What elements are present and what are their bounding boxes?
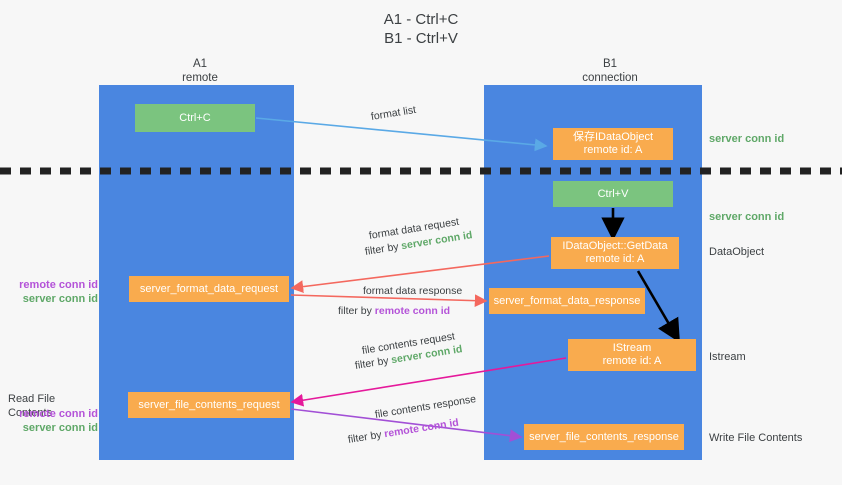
- box-idataobject-getdata[interactable]: IDataObject::GetData remote id: A: [551, 237, 679, 269]
- label-file-contents-response: file contents response: [374, 393, 477, 421]
- label-format-data-response-filter: filter by remote conn id: [338, 304, 450, 318]
- box-server-format-data-request[interactable]: server_format_data_request: [129, 276, 289, 302]
- box-server-format-data-response[interactable]: server_format_data_response: [489, 288, 645, 314]
- page-title: A1 - Ctrl+C B1 - Ctrl+V: [383, 11, 459, 47]
- label-file-contents-response-filter: filter by remote conn id: [347, 416, 460, 447]
- label-right-server-conn-id-top: server conn id: [709, 133, 785, 145]
- label-write-file-contents: Write File Contents: [709, 432, 803, 444]
- label-read-file-contents: Read File Contents: [8, 393, 56, 419]
- column-header-a1: A1 remote: [182, 58, 218, 84]
- filter-prefix: filter by: [347, 428, 386, 446]
- label-format-data-response: format data response: [363, 285, 463, 297]
- label-left-conn-ids-file: remote conn id server conn id: [12, 407, 98, 435]
- label-server-conn-id: server conn id: [22, 422, 98, 434]
- label-right-server-conn-id-mid: server conn id: [709, 211, 785, 223]
- label-format-list: format list: [370, 103, 417, 123]
- box-server-file-contents-request[interactable]: server_file_contents_request: [128, 392, 290, 418]
- label-left-conn-ids-format: remote conn id server conn id: [12, 278, 98, 306]
- label-istream: Istream: [709, 351, 746, 363]
- box-istream[interactable]: IStream remote id: A: [568, 339, 696, 371]
- label-remote-conn-id: remote conn id: [19, 408, 98, 420]
- filter-value-remote-conn-id: remote conn id: [383, 416, 460, 441]
- box-ctrl-c[interactable]: Ctrl+C: [135, 104, 255, 132]
- label-dataobject: DataObject: [709, 246, 765, 258]
- filter-prefix: filter by: [338, 305, 375, 317]
- filter-prefix: filter by: [354, 354, 393, 372]
- filter-value-remote-conn-id: remote conn id: [374, 305, 451, 317]
- column-header-b1: B1 connection: [582, 58, 638, 84]
- label-server-conn-id: server conn id: [22, 293, 98, 305]
- box-server-file-contents-response[interactable]: server_file_contents_response: [524, 424, 684, 450]
- label-remote-conn-id: remote conn id: [19, 279, 98, 291]
- box-ctrl-v[interactable]: Ctrl+V: [553, 181, 673, 207]
- box-save-idataobject[interactable]: 保存IDataObject remote id: A: [553, 128, 673, 160]
